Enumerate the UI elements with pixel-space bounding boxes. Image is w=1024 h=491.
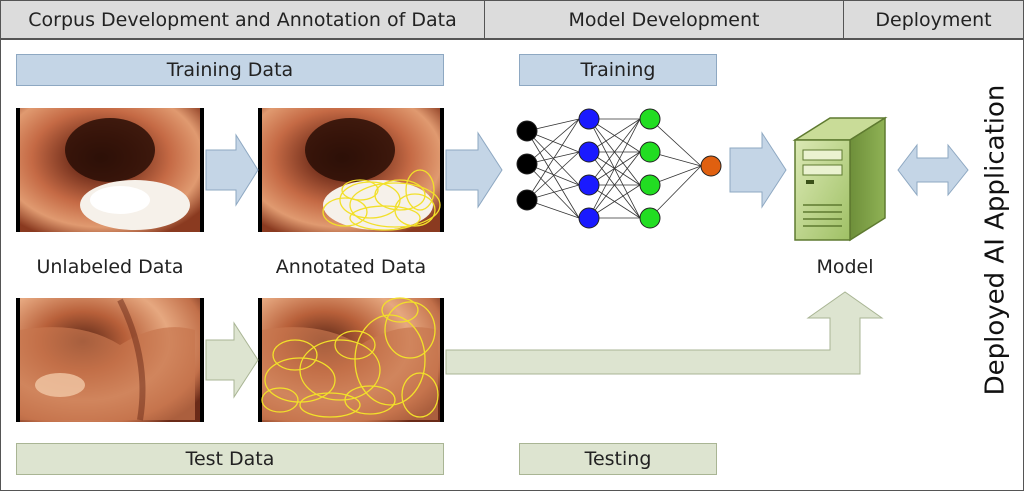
network-edge [649,165,702,219]
network-edge [649,118,702,167]
annotated-training-image [258,108,444,232]
server-icon [792,116,888,242]
training-data-label: Training Data [16,54,444,86]
network-edge [588,151,641,219]
arrow-test-to-model [445,291,884,375]
annotated-test-image [258,297,444,422]
network-edge [526,151,580,201]
arrow-network-to-model [729,131,787,209]
hidden1-node [578,141,600,163]
test-data-label: Test Data [16,443,444,475]
hidden2-node [639,207,661,229]
header-deployment: Deployment [843,0,1024,40]
hidden2-node [639,174,661,196]
hidden1-node [578,108,600,130]
header-model-development: Model Development [484,0,844,40]
unlabeled-data-caption: Unlabeled Data [36,256,184,278]
header-corpus-development: Corpus Development and Annotation of Dat… [0,0,485,40]
annotated-data-caption: Annotated Data [275,256,427,278]
model-caption: Model [816,256,874,278]
input-node [516,189,538,211]
unlabeled-test-image [16,298,204,422]
unlabeled-training-image [16,108,204,232]
arrow-annotated-to-training [445,131,503,209]
arrow-model-to-deployment [897,143,969,197]
input-node [516,120,538,142]
hidden2-node [639,141,661,163]
input-node [516,153,538,175]
neural-network [516,108,722,229]
network-edge [526,118,580,165]
network-edge [588,118,641,219]
network-edge [526,118,580,201]
network-edge [526,163,580,219]
testing-label: Testing [519,443,717,475]
output-node [700,155,722,177]
hidden1-node [578,207,600,229]
arrow-test-to-annotated [205,321,259,399]
training-label: Training [519,54,717,86]
hidden1-node [578,174,600,196]
network-edge [588,118,641,186]
arrow-unlabeled-to-annotated [205,133,259,207]
hidden2-node [639,108,661,130]
